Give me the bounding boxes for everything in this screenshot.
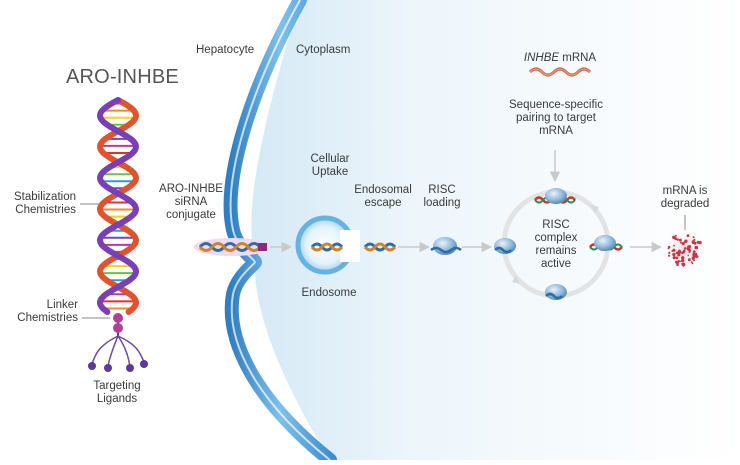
ligand-node <box>104 364 112 372</box>
degraded-fragment <box>676 263 679 267</box>
degraded-fragment <box>681 256 685 260</box>
endosome <box>295 215 360 275</box>
cellular-uptake-label: Cellular Uptake <box>310 153 350 178</box>
degraded-fragment <box>675 256 679 260</box>
degraded-fragment <box>677 253 681 257</box>
ligand-node <box>126 364 134 372</box>
cycle-arrowhead <box>512 275 520 284</box>
risc-complex-bottom <box>545 284 567 300</box>
degraded-fragment <box>675 260 680 265</box>
degraded-fragment <box>683 247 687 250</box>
degraded-fragment <box>687 254 689 257</box>
degraded-fragment <box>686 234 690 238</box>
degraded-fragment <box>673 253 676 256</box>
degraded-fragment <box>692 250 696 254</box>
degraded-fragment <box>668 254 671 257</box>
degraded-fragment <box>693 259 695 262</box>
endosome-label: Endosome <box>301 287 357 299</box>
helix-strand <box>96 97 140 315</box>
degraded-fragment <box>688 251 691 253</box>
endosomal-escape-label: Endosomal escape <box>354 184 412 209</box>
conjugate-glow <box>194 238 270 256</box>
molecule-title: ARO-INHBE <box>66 66 179 88</box>
escaped-sirna <box>363 242 397 252</box>
degraded-fragment <box>694 245 699 250</box>
degraded-fragment <box>667 247 670 250</box>
degraded-fragment <box>678 238 682 242</box>
hepatocyte-label: Hepatocyte <box>196 44 255 56</box>
degraded-fragment <box>673 244 675 247</box>
degraded-fragment <box>679 260 681 263</box>
risc-complex-right <box>589 235 623 251</box>
degraded-label: mRNA is degraded <box>660 185 710 210</box>
degraded-fragment <box>672 235 676 239</box>
degraded-fragment <box>692 236 695 239</box>
degraded-fragment <box>674 237 677 241</box>
degraded-fragment <box>668 251 671 254</box>
degraded-fragment <box>690 261 693 264</box>
degraded-fragment <box>693 253 697 257</box>
risc-complex-left <box>494 238 516 254</box>
inhbe-mrna-label: INHBE mRNA <box>523 52 597 64</box>
targeting-ligands-label: Targeting Ligands <box>93 380 141 405</box>
pairing-label: Sequence-specific pairing to target mRNA <box>509 99 603 137</box>
sirna-conjugate <box>198 242 267 252</box>
ligand-node <box>88 362 96 370</box>
degraded-fragment <box>688 245 692 248</box>
risc-loading-label: RISC loading <box>423 184 461 209</box>
risc-complex-top <box>534 188 576 204</box>
degraded-fragment <box>684 239 688 243</box>
degraded-fragment <box>681 262 686 267</box>
degraded-fragment <box>681 258 685 263</box>
ligand-node <box>140 360 148 368</box>
degraded-fragment <box>691 240 696 244</box>
degraded-fragment <box>676 238 679 241</box>
cytoplasm-label: Cytoplasm <box>296 44 351 56</box>
degraded-mrna <box>661 226 709 274</box>
degraded-fragment <box>681 251 684 255</box>
degraded-fragment <box>682 249 686 253</box>
degraded-fragment <box>691 256 695 260</box>
linker-node <box>113 313 123 323</box>
stabilization-label: Stabilization Chemistries <box>13 191 76 216</box>
degraded-fragment <box>678 249 681 253</box>
degraded-fragment <box>687 258 691 262</box>
degraded-fragment <box>682 265 685 267</box>
risc-loading-complex <box>430 237 462 255</box>
sirna-helix-molecule <box>96 97 140 315</box>
degraded-fragment <box>680 241 683 244</box>
linker-node <box>113 323 123 333</box>
targeting-ligands <box>88 313 148 372</box>
cycle-arrowhead <box>591 205 599 214</box>
cytoplasm-region <box>251 0 740 460</box>
degraded-fragment <box>681 242 685 246</box>
membrane-inner-line <box>229 0 331 461</box>
linker-label: Linker Chemistries <box>17 299 78 324</box>
degraded-fragment <box>693 238 696 241</box>
degraded-fragment <box>674 234 677 237</box>
degraded-fragment <box>672 256 676 260</box>
degraded-fragment <box>672 248 676 252</box>
degraded-fragment <box>696 240 700 244</box>
risc-complex-label: RISC complex remains active <box>534 219 578 270</box>
helix-strand <box>96 97 140 315</box>
conjugate-label: ARO-INHBE siRNA conjugate <box>159 183 223 221</box>
